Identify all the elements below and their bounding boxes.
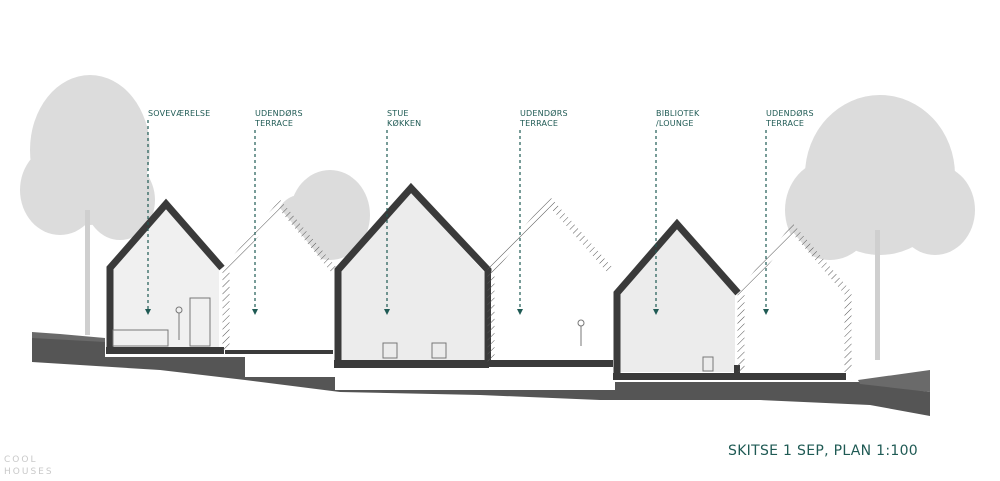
furniture <box>112 297 585 347</box>
ground <box>32 332 930 416</box>
house-bedroom <box>106 198 225 354</box>
arrow-down-icon <box>517 309 523 315</box>
room-label-line2: KØKKEN <box>387 118 421 128</box>
background-trees <box>20 75 975 360</box>
bed <box>112 329 169 347</box>
arrow-down-icon <box>384 309 390 315</box>
tree-left <box>20 75 155 335</box>
watermark-line1: COOL <box>4 455 37 465</box>
terrace-2 <box>487 196 613 367</box>
room-label-line1: UDENDØRS <box>520 108 568 118</box>
terrace-1 <box>222 199 337 354</box>
room-label-line1: BIBLIOTEK <box>656 109 700 118</box>
house-library <box>613 218 846 380</box>
arrow-down-icon <box>653 309 659 315</box>
arrow-down-icon <box>252 309 258 315</box>
room-label-line1: UDENDØRS <box>255 108 303 118</box>
door <box>189 297 211 347</box>
room-label-line1: STUE <box>387 109 409 118</box>
drawing-caption: SKITSE 1 SEP, PLAN 1:100 <box>728 443 918 459</box>
room-label-line2: TERRACE <box>254 119 293 128</box>
room-label-line1: SOVEVÆRELSE <box>148 109 210 118</box>
room-label-line1: UDENDØRS <box>766 108 814 118</box>
terrace-3 <box>737 223 852 372</box>
room-label-line2: TERRACE <box>519 119 558 128</box>
room-label-line2: /LOUNGE <box>656 119 694 128</box>
arrow-down-icon <box>763 309 769 315</box>
tree-right <box>785 95 975 360</box>
room-label-line2: TERRACE <box>765 119 804 128</box>
watermark-line2: HOUSES <box>4 467 54 477</box>
arrow-down-icon <box>145 309 151 315</box>
